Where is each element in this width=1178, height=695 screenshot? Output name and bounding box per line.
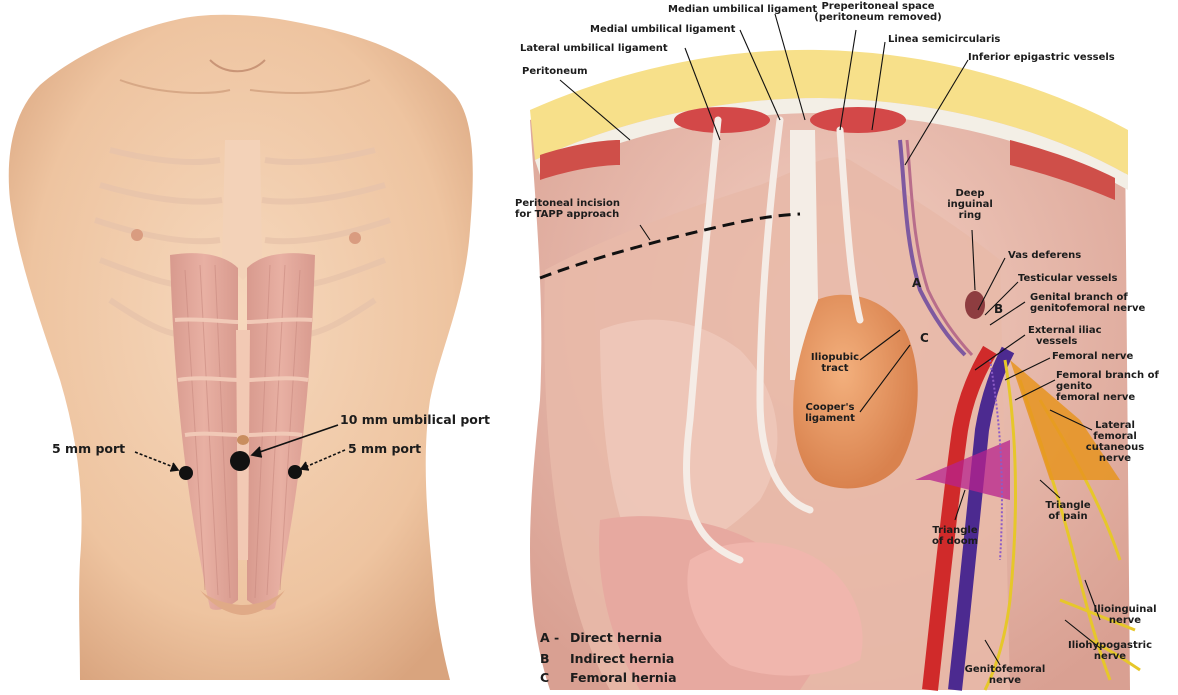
external-iliac-label: External iliac vessels bbox=[1028, 325, 1102, 347]
iliohypogastric-line1: Iliohypogastric bbox=[1065, 640, 1155, 651]
legend-key-sep: - bbox=[554, 630, 559, 645]
ilioinguinal-line2: nerve bbox=[1090, 615, 1160, 626]
peritoneum-label: Peritoneum bbox=[522, 66, 588, 77]
left-port bbox=[179, 466, 193, 480]
triangle-of-doom-line2: of doom bbox=[930, 536, 980, 547]
deep-inguinal-ring-line1: Deep bbox=[945, 188, 995, 199]
deep-inguinal-ring-line2: inguinal bbox=[945, 199, 995, 210]
lateral-femoral-line2: femoral bbox=[1085, 431, 1145, 442]
iliohypogastric-line2: nerve bbox=[1065, 651, 1155, 662]
triangle-of-doom-label: Triangle of doom bbox=[930, 525, 980, 547]
legend-key-letter: B bbox=[540, 651, 550, 666]
iliopubic-tract-line2: tract bbox=[805, 363, 865, 374]
lateral-femoral-line1: Lateral bbox=[1085, 420, 1145, 431]
legend-text: Femoral hernia bbox=[570, 670, 677, 685]
preperitoneal-space-line1: Preperitoneal space bbox=[808, 1, 948, 12]
inferior-epigastric-vessels-label: Inferior epigastric vessels bbox=[968, 52, 1115, 63]
umbilical-port bbox=[230, 451, 250, 471]
legend-text: Indirect hernia bbox=[570, 651, 674, 666]
genitofemoral-line1: Genitofemoral bbox=[960, 664, 1050, 675]
triangle-of-pain-line1: Triangle bbox=[1040, 500, 1096, 511]
femoral-branch-label: Femoral branch of genito femoral nerve bbox=[1056, 370, 1159, 403]
genital-branch-label: Genital branch of genitofemoral nerve bbox=[1030, 292, 1145, 314]
peritoneal-incision-line2: for TAPP approach bbox=[515, 209, 620, 220]
lateral-femoral-cutaneous-label: Lateral femoral cutaneous nerve bbox=[1085, 420, 1145, 464]
letter-a-marker: A bbox=[912, 278, 921, 289]
triangle-of-pain-label: Triangle of pain bbox=[1040, 500, 1096, 522]
femoral-branch-line3: femoral nerve bbox=[1056, 392, 1159, 403]
femoral-branch-line2: genito bbox=[1056, 381, 1159, 392]
femoral-branch-line1: Femoral branch of bbox=[1056, 370, 1159, 381]
peritoneal-incision-label: Peritoneal incision for TAPP approach bbox=[515, 198, 620, 220]
genital-branch-line2: genitofemoral nerve bbox=[1030, 303, 1145, 314]
iliopubic-tract-line1: Iliopubic bbox=[805, 352, 865, 363]
external-iliac-line2: vessels bbox=[1028, 336, 1102, 347]
legend-row-c: C Femoral hernia bbox=[540, 670, 677, 685]
genitofemoral-line2: nerve bbox=[960, 675, 1050, 686]
coopers-ligament-line2: ligament bbox=[800, 413, 860, 424]
ilioinguinal-nerve-label: Ilioinguinal nerve bbox=[1090, 604, 1160, 626]
lateral-femoral-line3: cutaneous bbox=[1085, 442, 1145, 453]
deep-inguinal-ring-line3: ring bbox=[945, 210, 995, 221]
legend-text: Direct hernia bbox=[570, 630, 662, 645]
legend-key-letter: C bbox=[540, 670, 549, 685]
linea-semicircularis-label: Linea semicircularis bbox=[888, 34, 1000, 45]
medial-umbilical-ligament-label: Medial umbilical ligament bbox=[590, 24, 735, 35]
median-umbilical-ligament-label: Median umbilical ligament bbox=[668, 4, 817, 15]
triangle-of-pain-line2: of pain bbox=[1040, 511, 1096, 522]
legend-row-a: A -Direct hernia bbox=[540, 630, 662, 645]
preperitoneal-space-label: Preperitoneal space (peritoneum removed) bbox=[808, 1, 948, 23]
bladder bbox=[793, 295, 918, 489]
legend-key-letter: A bbox=[540, 630, 550, 645]
peritoneal-incision-line1: Peritoneal incision bbox=[515, 198, 620, 209]
letter-b-marker: B bbox=[994, 304, 1003, 315]
lateral-umbilical-ligament-label: Lateral umbilical ligament bbox=[520, 43, 668, 54]
genitofemoral-nerve-label: Genitofemoral nerve bbox=[960, 664, 1050, 686]
lateral-femoral-line4: nerve bbox=[1085, 453, 1145, 464]
genital-branch-line1: Genital branch of bbox=[1030, 292, 1145, 303]
letter-c-marker: C bbox=[920, 333, 929, 344]
external-iliac-line1: External iliac bbox=[1028, 325, 1102, 336]
triangle-of-doom-line1: Triangle bbox=[930, 525, 980, 536]
legend-key: B bbox=[540, 651, 570, 666]
left-port-label: 5 mm port bbox=[52, 443, 125, 454]
femoral-nerve-label: Femoral nerve bbox=[1052, 351, 1133, 362]
ilioinguinal-line1: Ilioinguinal bbox=[1090, 604, 1160, 615]
deep-inguinal-ring-label: Deep inguinal ring bbox=[945, 188, 995, 221]
legend-key: A - bbox=[540, 630, 570, 645]
testicular-vessels-label: Testicular vessels bbox=[1018, 273, 1117, 284]
coopers-ligament-line1: Cooper's bbox=[800, 402, 860, 413]
legend-key: C bbox=[540, 670, 570, 685]
coopers-ligament-label: Cooper's ligament bbox=[800, 402, 860, 424]
legend-row-b: B Indirect hernia bbox=[540, 651, 674, 666]
vas-deferens-label: Vas deferens bbox=[1008, 250, 1081, 261]
right-port-label: 5 mm port bbox=[348, 443, 421, 454]
torso-figure bbox=[9, 15, 473, 680]
right-port bbox=[288, 465, 302, 479]
preperitoneal-space-line2: (peritoneum removed) bbox=[808, 12, 948, 23]
iliopubic-tract-label: Iliopubic tract bbox=[805, 352, 865, 374]
umbilical-port-label: 10 mm umbilical port bbox=[340, 414, 490, 425]
iliohypogastric-nerve-label: Iliohypogastric nerve bbox=[1065, 640, 1155, 662]
